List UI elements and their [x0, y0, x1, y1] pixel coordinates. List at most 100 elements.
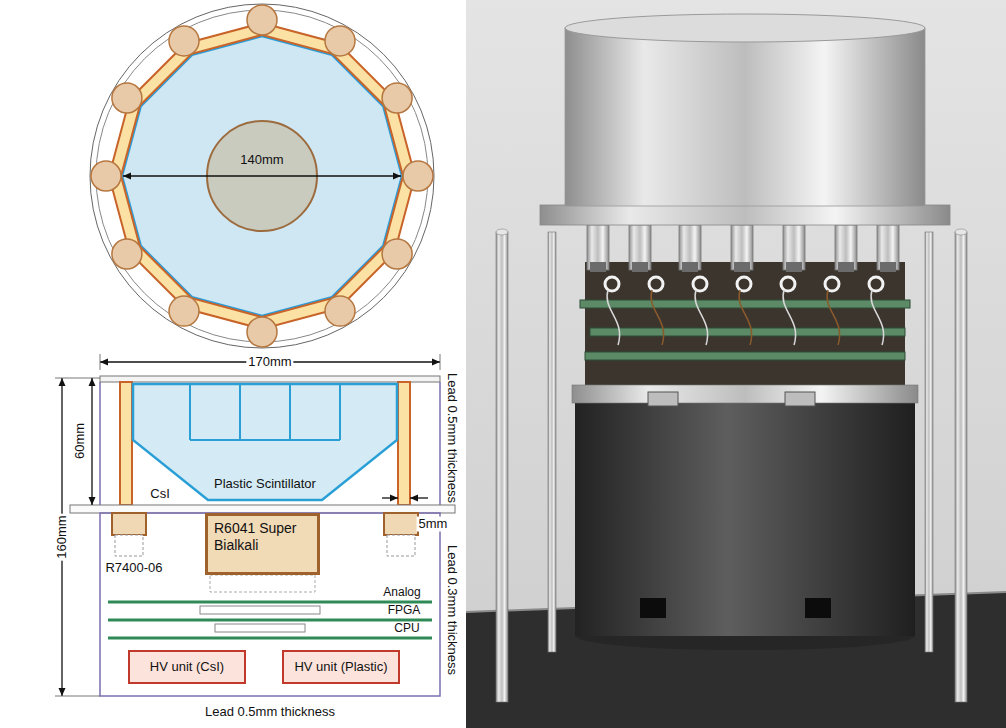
csi-pmt	[403, 161, 433, 191]
label: 5mm	[417, 517, 450, 532]
photo-background	[466, 0, 1006, 728]
pmt-base	[682, 262, 698, 272]
csi-pmt	[169, 296, 199, 326]
photo	[466, 0, 1006, 728]
hv-unit-box: HV unit (CsI)	[128, 650, 246, 684]
small-pmt	[384, 513, 418, 535]
pmt-base	[838, 262, 854, 272]
flange	[540, 205, 950, 225]
support-rod	[955, 232, 967, 702]
csi-pmt	[112, 83, 142, 113]
segment-line	[189, 384, 191, 440]
extension-line	[440, 354, 441, 370]
plastic-scintillator-top	[122, 36, 402, 316]
label: 60mm	[73, 423, 88, 459]
housing-ring	[572, 385, 918, 403]
arrow-head	[59, 688, 66, 696]
pmt-socket	[387, 535, 415, 556]
pmt-base	[734, 262, 750, 272]
arrow-head	[89, 497, 96, 505]
cable-coil	[605, 277, 619, 291]
cable	[827, 290, 840, 345]
cable-coil	[737, 277, 751, 291]
segment-line	[190, 439, 340, 441]
label: 160mm	[55, 513, 70, 560]
csi-pmt	[247, 317, 277, 347]
top-cylinder-lid	[565, 14, 925, 42]
cable-coil	[825, 277, 839, 291]
segment-line	[239, 384, 241, 440]
lead-wall	[99, 382, 101, 505]
arrow-head	[390, 495, 398, 502]
pmt-box: R6041 Super Bialkali	[205, 513, 320, 575]
node-text: HV unit (Plastic)	[294, 659, 387, 675]
csi-pmt	[91, 161, 121, 191]
label: Lead 0.5mm thickness	[205, 705, 335, 720]
cable-coil	[649, 277, 663, 291]
cable	[651, 290, 664, 345]
arrow-head	[123, 173, 131, 180]
csi-pmt	[325, 26, 355, 56]
arrow-head	[100, 359, 108, 366]
cable	[739, 290, 752, 345]
lead-wall	[439, 382, 441, 505]
circuit-board	[585, 352, 905, 360]
vent-window	[805, 598, 831, 618]
csi-pmt	[325, 296, 355, 326]
node-text: HV unit (CsI)	[150, 659, 224, 675]
scintillator-shape	[133, 384, 397, 500]
pmt-socket	[210, 575, 315, 592]
hv-unit-box: HV unit (Plastic)	[282, 650, 400, 684]
support-rod	[925, 232, 933, 652]
lower-housing	[100, 513, 440, 696]
label: R7400-06	[105, 561, 162, 576]
arrow-head	[393, 173, 401, 180]
cable	[783, 290, 796, 345]
top-cylinder	[565, 28, 925, 206]
arrow-head	[89, 378, 96, 386]
small-pmt	[112, 513, 146, 535]
support-rod	[496, 232, 508, 702]
csi-pmt	[382, 239, 412, 269]
label: 170mm	[246, 355, 293, 370]
node-text: Plastic Scintillator	[214, 476, 316, 492]
label: Lead 0.5mm thickness	[445, 373, 460, 503]
dimension-line	[91, 378, 92, 505]
segment-line	[289, 384, 291, 440]
csi-bar	[398, 382, 410, 505]
circuit-board	[108, 619, 432, 622]
connector	[648, 392, 678, 406]
chip	[215, 624, 305, 632]
arrow-head	[59, 378, 66, 386]
cable	[871, 290, 884, 345]
csi-pmt	[112, 239, 142, 269]
label: CPU	[394, 622, 419, 636]
circuit-board	[590, 328, 905, 336]
chip	[200, 606, 320, 614]
dimension-line	[123, 175, 401, 176]
top-view	[90, 4, 434, 348]
pmt-base	[786, 262, 802, 272]
lower-housing	[575, 400, 915, 636]
pmt-base	[880, 262, 896, 272]
extension-line	[55, 378, 100, 379]
side-view	[55, 354, 455, 696]
mount-plate	[70, 505, 455, 513]
outer-casing	[90, 4, 434, 348]
cable-coil	[693, 277, 707, 291]
label: 140mm	[240, 153, 283, 168]
label: Lead 0.3mm thickness	[445, 545, 460, 675]
label: Analog	[383, 586, 420, 600]
extension-line	[100, 354, 101, 370]
rod-top	[496, 229, 508, 235]
csi-pmt	[382, 83, 412, 113]
scintillator-block: Plastic Scintillator	[133, 384, 397, 500]
rod-top	[955, 229, 967, 235]
csi-pmt	[169, 26, 199, 56]
pmt-socket	[115, 535, 143, 556]
cable-coil	[781, 277, 795, 291]
